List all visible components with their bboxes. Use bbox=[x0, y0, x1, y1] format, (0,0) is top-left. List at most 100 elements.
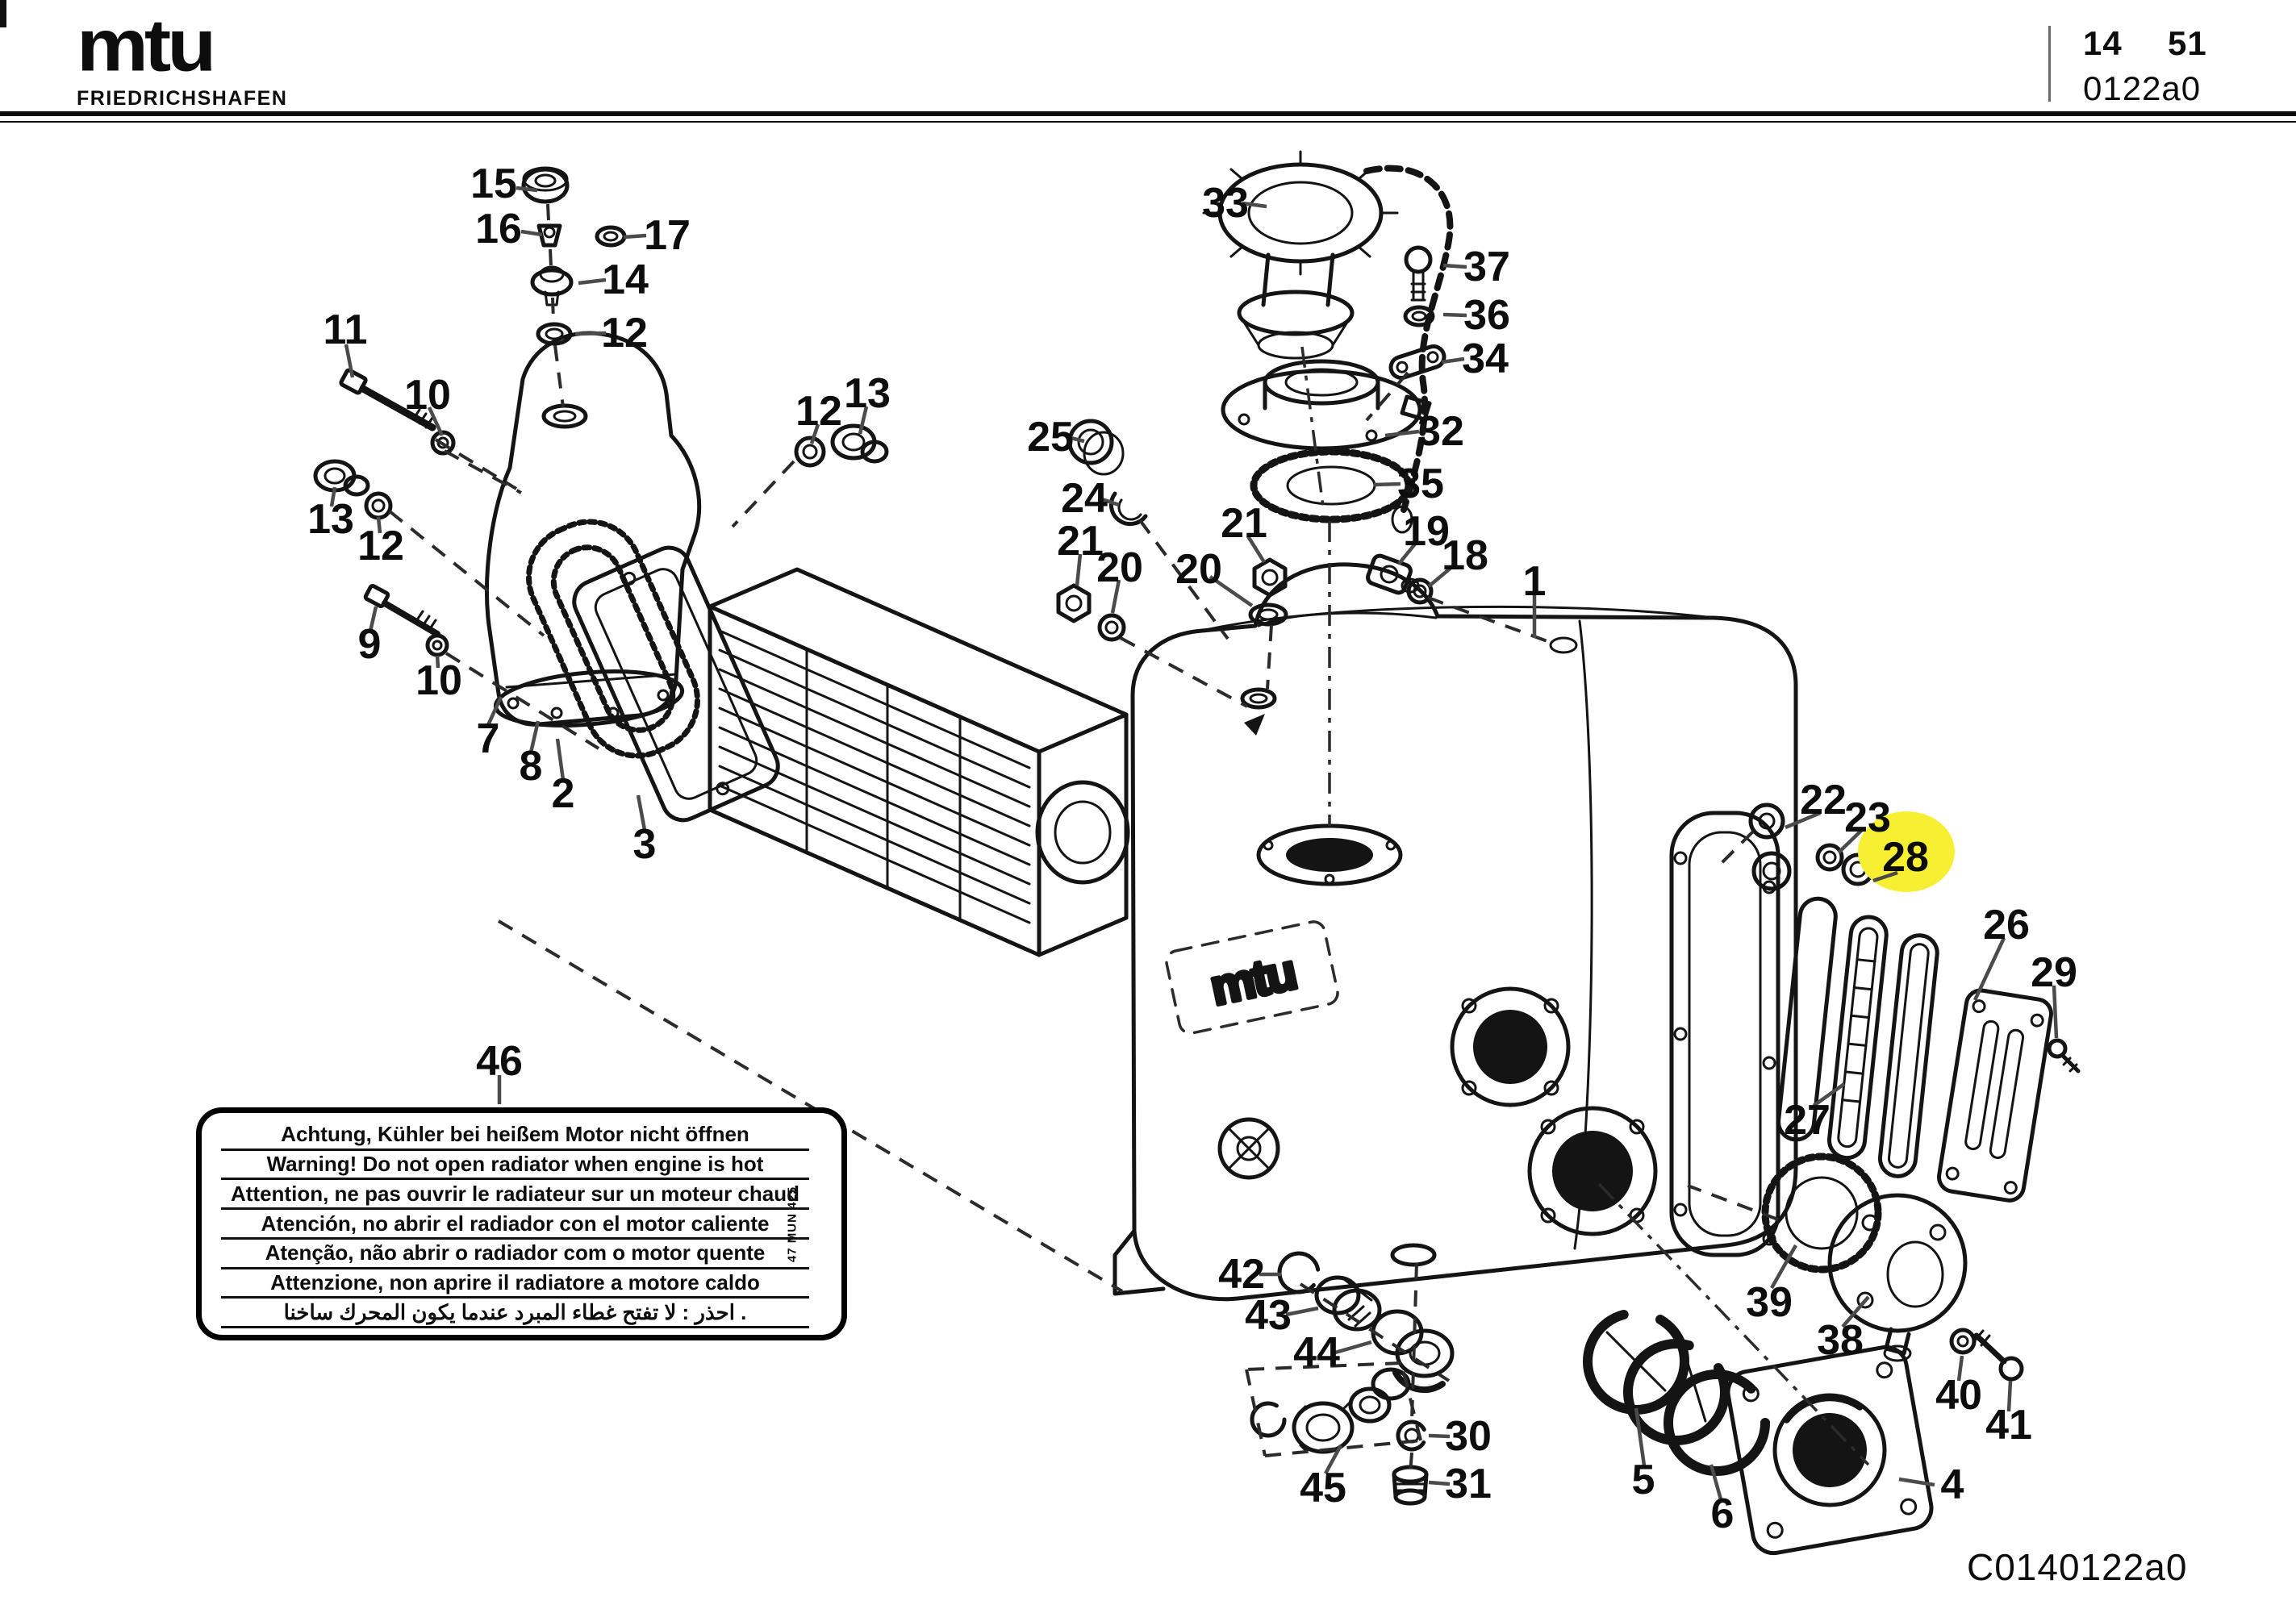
assembly-dash-line bbox=[553, 344, 565, 408]
part-callout-25: 25 bbox=[1027, 414, 1074, 461]
highlight-ellipse bbox=[1858, 811, 1955, 892]
part-callout-16: 16 bbox=[475, 206, 522, 252]
part-art-tank-1: mtu bbox=[1113, 562, 1798, 1302]
leader-line bbox=[1442, 263, 1467, 269]
leader-line bbox=[344, 344, 355, 378]
assembly-dash-line bbox=[1410, 1262, 1418, 1422]
leader-line bbox=[376, 516, 382, 534]
assembly-dash-line bbox=[1409, 1452, 1413, 1474]
leader-line bbox=[1075, 553, 1083, 586]
warning-line-ar: احذر : لا تفتح غطاء المبرد عندما يكون ال… bbox=[221, 1299, 809, 1329]
part-callout-2: 2 bbox=[552, 770, 575, 817]
leader-line bbox=[1384, 429, 1420, 438]
part-callout-21: 21 bbox=[1221, 500, 1267, 547]
part-callout-43: 43 bbox=[1245, 1292, 1292, 1339]
leader-line bbox=[809, 423, 820, 444]
leader-line bbox=[520, 229, 543, 237]
leader-line bbox=[1099, 496, 1120, 507]
assembly-dash-line bbox=[1717, 830, 1755, 868]
header-rule-thin bbox=[0, 121, 2296, 123]
mtu-logo: mtu FRIEDRICHSHAFEN bbox=[77, 8, 287, 109]
leader-line bbox=[368, 606, 378, 632]
part-callout-4: 4 bbox=[1941, 1461, 1964, 1508]
warning-line-en: Warning! Do not open radiator when engin… bbox=[221, 1151, 809, 1181]
tank-emblem-text: mtu bbox=[1205, 944, 1300, 1016]
assembly-dash-line bbox=[444, 449, 522, 494]
part-callout-12: 12 bbox=[357, 523, 404, 569]
part-callout-34: 34 bbox=[1462, 336, 1509, 382]
leader-line bbox=[2006, 1380, 2013, 1412]
leader-line bbox=[1841, 1295, 1870, 1328]
part-callout-12: 12 bbox=[601, 310, 648, 356]
warning-line-it: Attenzione, non aprire il radiatore a mo… bbox=[221, 1269, 809, 1299]
callout-leader-lines bbox=[329, 186, 2059, 1500]
part-art-gasket-8 bbox=[526, 519, 700, 759]
leader-line bbox=[1709, 1464, 1723, 1500]
leader-line bbox=[1898, 1477, 1935, 1487]
leader-line bbox=[578, 277, 607, 286]
assembly-dash-line bbox=[731, 460, 795, 528]
part-callout-3: 3 bbox=[633, 821, 657, 868]
part-callout-1: 1 bbox=[1523, 558, 1547, 605]
part-art-plate-26 bbox=[1937, 988, 2081, 1203]
group-code: 0122a0 bbox=[2083, 69, 2202, 107]
leader-line bbox=[1441, 356, 1465, 365]
leader-line bbox=[1324, 1444, 1342, 1475]
part-callout-12: 12 bbox=[795, 388, 842, 435]
part-callout-36: 36 bbox=[1463, 292, 1510, 339]
part-callout-38: 38 bbox=[1817, 1317, 1864, 1364]
leader-line bbox=[1427, 564, 1455, 588]
part-callout-44: 44 bbox=[1293, 1329, 1340, 1376]
drawing-code: C0140122a0 bbox=[1967, 1546, 2188, 1588]
leader-line bbox=[1812, 1082, 1846, 1107]
part-callout-37: 37 bbox=[1463, 244, 1510, 290]
part-callout-13: 13 bbox=[307, 496, 354, 543]
assembly-dash-line bbox=[1400, 1362, 1422, 1441]
assembly-dash-line bbox=[1299, 1282, 1451, 1382]
warning-line-de: Achtung, Kühler bei heißem Motor nicht ö… bbox=[221, 1121, 809, 1151]
sheet-number: 14 bbox=[2083, 24, 2123, 62]
part-callout-35: 35 bbox=[1397, 461, 1444, 507]
part-callout-10: 10 bbox=[404, 372, 451, 419]
warning-line-fr: Attention, ne pas ouvrir le radiateur su… bbox=[221, 1180, 809, 1211]
part-callout-13: 13 bbox=[844, 370, 891, 417]
leader-line bbox=[574, 331, 607, 336]
part-callout-40: 40 bbox=[1935, 1372, 1982, 1419]
part-callout-15: 15 bbox=[470, 160, 517, 207]
leader-line bbox=[1972, 937, 2006, 1001]
part-callout-10: 10 bbox=[415, 657, 462, 704]
leader-line bbox=[1246, 535, 1266, 564]
part-callout-7: 7 bbox=[477, 715, 500, 762]
header-rule bbox=[0, 111, 2296, 116]
assembly-dash-line bbox=[1365, 371, 1409, 422]
page-number: 51 bbox=[2168, 24, 2207, 62]
leader-line bbox=[555, 738, 566, 781]
part-callout-9: 9 bbox=[358, 621, 382, 668]
leader-line bbox=[435, 655, 440, 669]
part-callout-20: 20 bbox=[1096, 544, 1143, 591]
warning-line-es: Atención, no abrir el radiador con el mo… bbox=[221, 1210, 809, 1240]
part-callout-45: 45 bbox=[1300, 1465, 1346, 1511]
part-art-core-3 bbox=[708, 567, 1130, 957]
leader-line bbox=[1067, 435, 1085, 444]
leader-line bbox=[636, 794, 647, 831]
part-art-radiator-cap bbox=[1202, 150, 1454, 534]
leader-line bbox=[1334, 1340, 1372, 1355]
leader-line bbox=[1110, 579, 1121, 614]
assembly-dash-line bbox=[1687, 1184, 1779, 1221]
leader-line bbox=[1373, 482, 1401, 487]
part-callout-33: 33 bbox=[1202, 180, 1249, 227]
assembly-dash-line bbox=[1245, 1369, 1267, 1457]
part-callout-22: 22 bbox=[1800, 777, 1847, 823]
assembly-dash-line bbox=[388, 510, 545, 637]
part-callout-14: 14 bbox=[602, 256, 649, 303]
assembly-dash-line bbox=[549, 248, 553, 268]
mtu-logo-mark: mtu bbox=[77, 3, 216, 87]
part-callout-29: 29 bbox=[2031, 949, 2077, 996]
part-callout-42: 42 bbox=[1218, 1251, 1265, 1298]
leader-line bbox=[1285, 1306, 1319, 1317]
part-callout-21: 21 bbox=[1057, 518, 1104, 565]
leader-line bbox=[329, 486, 337, 507]
